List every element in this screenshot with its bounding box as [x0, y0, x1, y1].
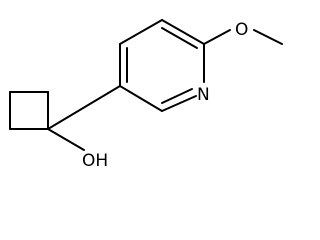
structure-canvas: N O OH: [9, 19, 283, 171]
pyridine-ring: [119, 19, 205, 112]
double-bond-c5-c6: [161, 27, 198, 49]
hydroxyl-label: OH: [82, 151, 108, 171]
nitrogen-label: N: [197, 85, 210, 105]
bond-py-c4-c5: [119, 19, 163, 45]
bond-o-ch3: [253, 29, 283, 45]
molecule-diagram: N O OH: [9, 19, 283, 171]
bond-py-c5-c6: [161, 19, 205, 45]
ether-oxygen-label: O: [235, 20, 248, 40]
bond-py-n1-c2: [161, 95, 197, 112]
bond-c-oh: [47, 128, 85, 151]
double-bond-n1-c2: [161, 88, 193, 104]
cyclobutane-ring: [9, 91, 49, 130]
bond-py-c2-c3: [119, 85, 163, 112]
bond-c-pyridine: [47, 85, 121, 130]
bond-c6-o: [203, 29, 231, 45]
